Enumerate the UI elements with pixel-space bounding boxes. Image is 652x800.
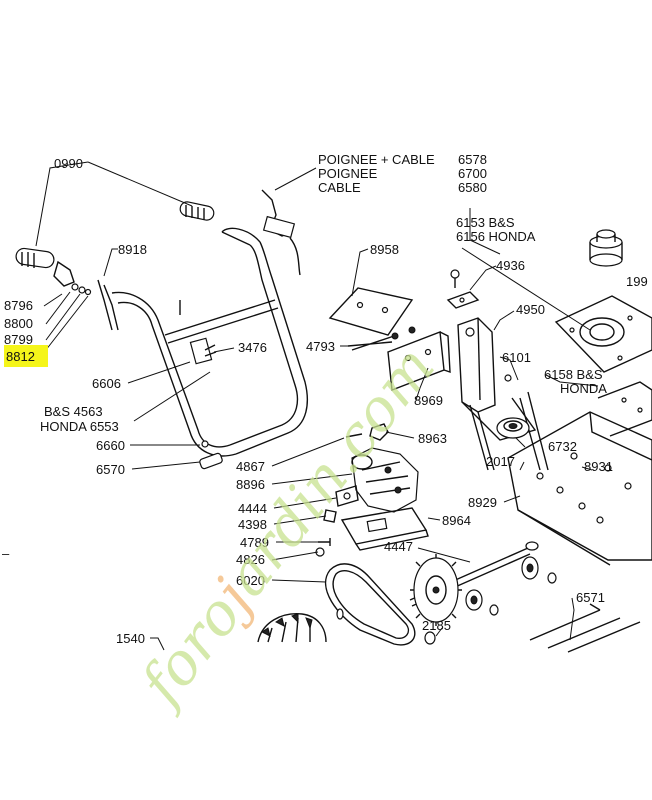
bracket-4936 xyxy=(446,269,480,309)
clamp-bracket xyxy=(189,337,217,365)
label-2017: 2017 xyxy=(486,454,515,469)
label-poignee-cable: POIGNEE + CABLE xyxy=(318,152,435,167)
label-8969: 8969 xyxy=(414,393,443,408)
gearbox-plate xyxy=(340,507,429,551)
engine-base-plate xyxy=(554,295,652,373)
drive-belt xyxy=(324,563,416,646)
label-6153: 6153 B&S xyxy=(456,215,515,230)
mounting-plate-8958 xyxy=(328,287,414,336)
handlebar-frame xyxy=(111,227,308,457)
label-8931: 8931 xyxy=(584,459,613,474)
label-4447: 4447 xyxy=(384,539,413,554)
label-1540: 1540 xyxy=(116,631,145,646)
label-6606: 6606 xyxy=(92,376,121,391)
label-6156: 6156 HONDA xyxy=(456,229,536,244)
label-4826: 4826 xyxy=(236,552,265,567)
label-8896: 8896 xyxy=(236,477,265,492)
label-8800: 8800 xyxy=(4,316,33,331)
grip-tube-parts xyxy=(199,440,223,470)
bearings xyxy=(336,556,557,645)
label-8918: 8918 xyxy=(118,242,147,257)
watermark: forojardin.com xyxy=(125,333,448,719)
label-honda-6553: HONDA 6553 xyxy=(40,419,119,434)
left-lever-parts xyxy=(53,260,119,331)
label-6158-bs: 6158 B&S xyxy=(544,367,603,382)
highlight-8812 xyxy=(4,345,48,367)
label-6020: 6020 xyxy=(236,573,265,588)
label-bs-4563: B&S 4563 xyxy=(44,404,103,419)
label-6570: 6570 xyxy=(96,462,125,477)
label-6580: 6580 xyxy=(458,180,487,195)
label-poignee: POIGNEE xyxy=(318,166,378,181)
label-2185: 2185 xyxy=(422,618,451,633)
tiller-main-frame xyxy=(507,381,652,566)
label-8796: 8796 xyxy=(4,298,33,313)
label-6732: 6732 xyxy=(548,439,577,454)
label-8799: 8799 xyxy=(4,332,33,347)
label-6158-honda: HONDA xyxy=(560,381,607,396)
bottom-right-shield xyxy=(529,603,641,653)
label-3476: 3476 xyxy=(238,340,267,355)
part-labels: 0990 POIGNEE + CABLE POIGNEE CABLE 6578 … xyxy=(2,152,648,646)
label-4789: 4789 xyxy=(240,535,269,550)
left-grip xyxy=(15,247,55,269)
bracket-8969 xyxy=(387,331,451,391)
gearbox xyxy=(351,447,419,513)
label-0990: 0990 xyxy=(54,156,83,171)
leader-lines xyxy=(35,161,599,651)
label-6578: 6578 xyxy=(458,152,487,167)
label-dash: – xyxy=(2,546,10,561)
throttle-lever-cable xyxy=(261,189,301,276)
label-4936: 4936 xyxy=(496,258,525,273)
label-8963: 8963 xyxy=(418,431,447,446)
bolts-4793 xyxy=(347,326,416,351)
engine-pulley xyxy=(589,229,623,267)
label-8812: 8812 xyxy=(6,349,35,364)
label-cable: CABLE xyxy=(318,180,361,195)
watermark-text: forojardin.com xyxy=(125,333,448,719)
clutch-pulley xyxy=(496,417,530,439)
label-4950: 4950 xyxy=(516,302,545,317)
label-8929: 8929 xyxy=(468,495,497,510)
tiller-wheel xyxy=(257,613,327,643)
label-6700: 6700 xyxy=(458,166,487,181)
label-4867: 4867 xyxy=(236,459,265,474)
right-grip xyxy=(179,201,215,221)
label-6571: 6571 xyxy=(576,590,605,605)
engine-support-frame xyxy=(457,317,549,471)
label-6101: 6101 xyxy=(502,350,531,365)
label-4444: 4444 xyxy=(238,501,267,516)
label-4793: 4793 xyxy=(306,339,335,354)
label-4398: 4398 xyxy=(238,517,267,532)
label-8964: 8964 xyxy=(442,513,471,528)
label-199: 199 xyxy=(626,274,648,289)
label-6660: 6660 xyxy=(96,438,125,453)
axle-sprocket xyxy=(409,541,539,626)
label-8958: 8958 xyxy=(370,242,399,257)
